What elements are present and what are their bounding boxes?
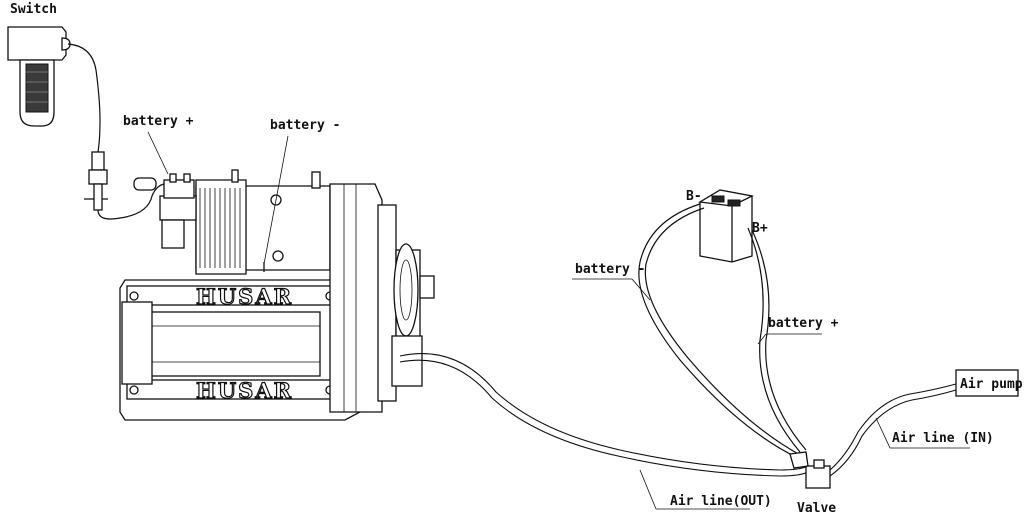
valve bbox=[789, 451, 831, 489]
remote-switch bbox=[7, 26, 71, 127]
plug-to-solenoid-cable bbox=[97, 183, 165, 220]
winch-battery-minus-label: battery - bbox=[270, 118, 340, 133]
air-line-in-label: Air line (IN) bbox=[892, 431, 994, 446]
winch bbox=[119, 169, 435, 421]
battery-minus-lead-label: battery - bbox=[575, 262, 645, 277]
switch-label: Switch bbox=[10, 2, 57, 17]
air-line-out-label: Air line(OUT) bbox=[670, 494, 772, 509]
battery-minus-lead bbox=[638, 203, 799, 459]
air-line-in-hose bbox=[829, 383, 957, 471]
battery-plus-lead bbox=[747, 227, 801, 453]
battery-plus-lead-label: battery + bbox=[768, 316, 839, 331]
air-pump-label: Air pump bbox=[960, 377, 1023, 392]
winch-battery-plus-label: battery + bbox=[123, 114, 194, 129]
air-line-out-hose bbox=[399, 353, 809, 471]
air-pump bbox=[955, 369, 1019, 397]
valve-label: Valve bbox=[797, 501, 836, 516]
b-plus-label: B+ bbox=[752, 221, 768, 236]
switch-cable bbox=[67, 43, 101, 153]
switch-plug bbox=[84, 151, 108, 211]
b-minus-label: B- bbox=[686, 189, 702, 204]
brand-text-lower: HUSAR bbox=[196, 378, 293, 403]
brand-text-upper: HUSAR bbox=[196, 284, 293, 309]
battery bbox=[698, 189, 755, 263]
